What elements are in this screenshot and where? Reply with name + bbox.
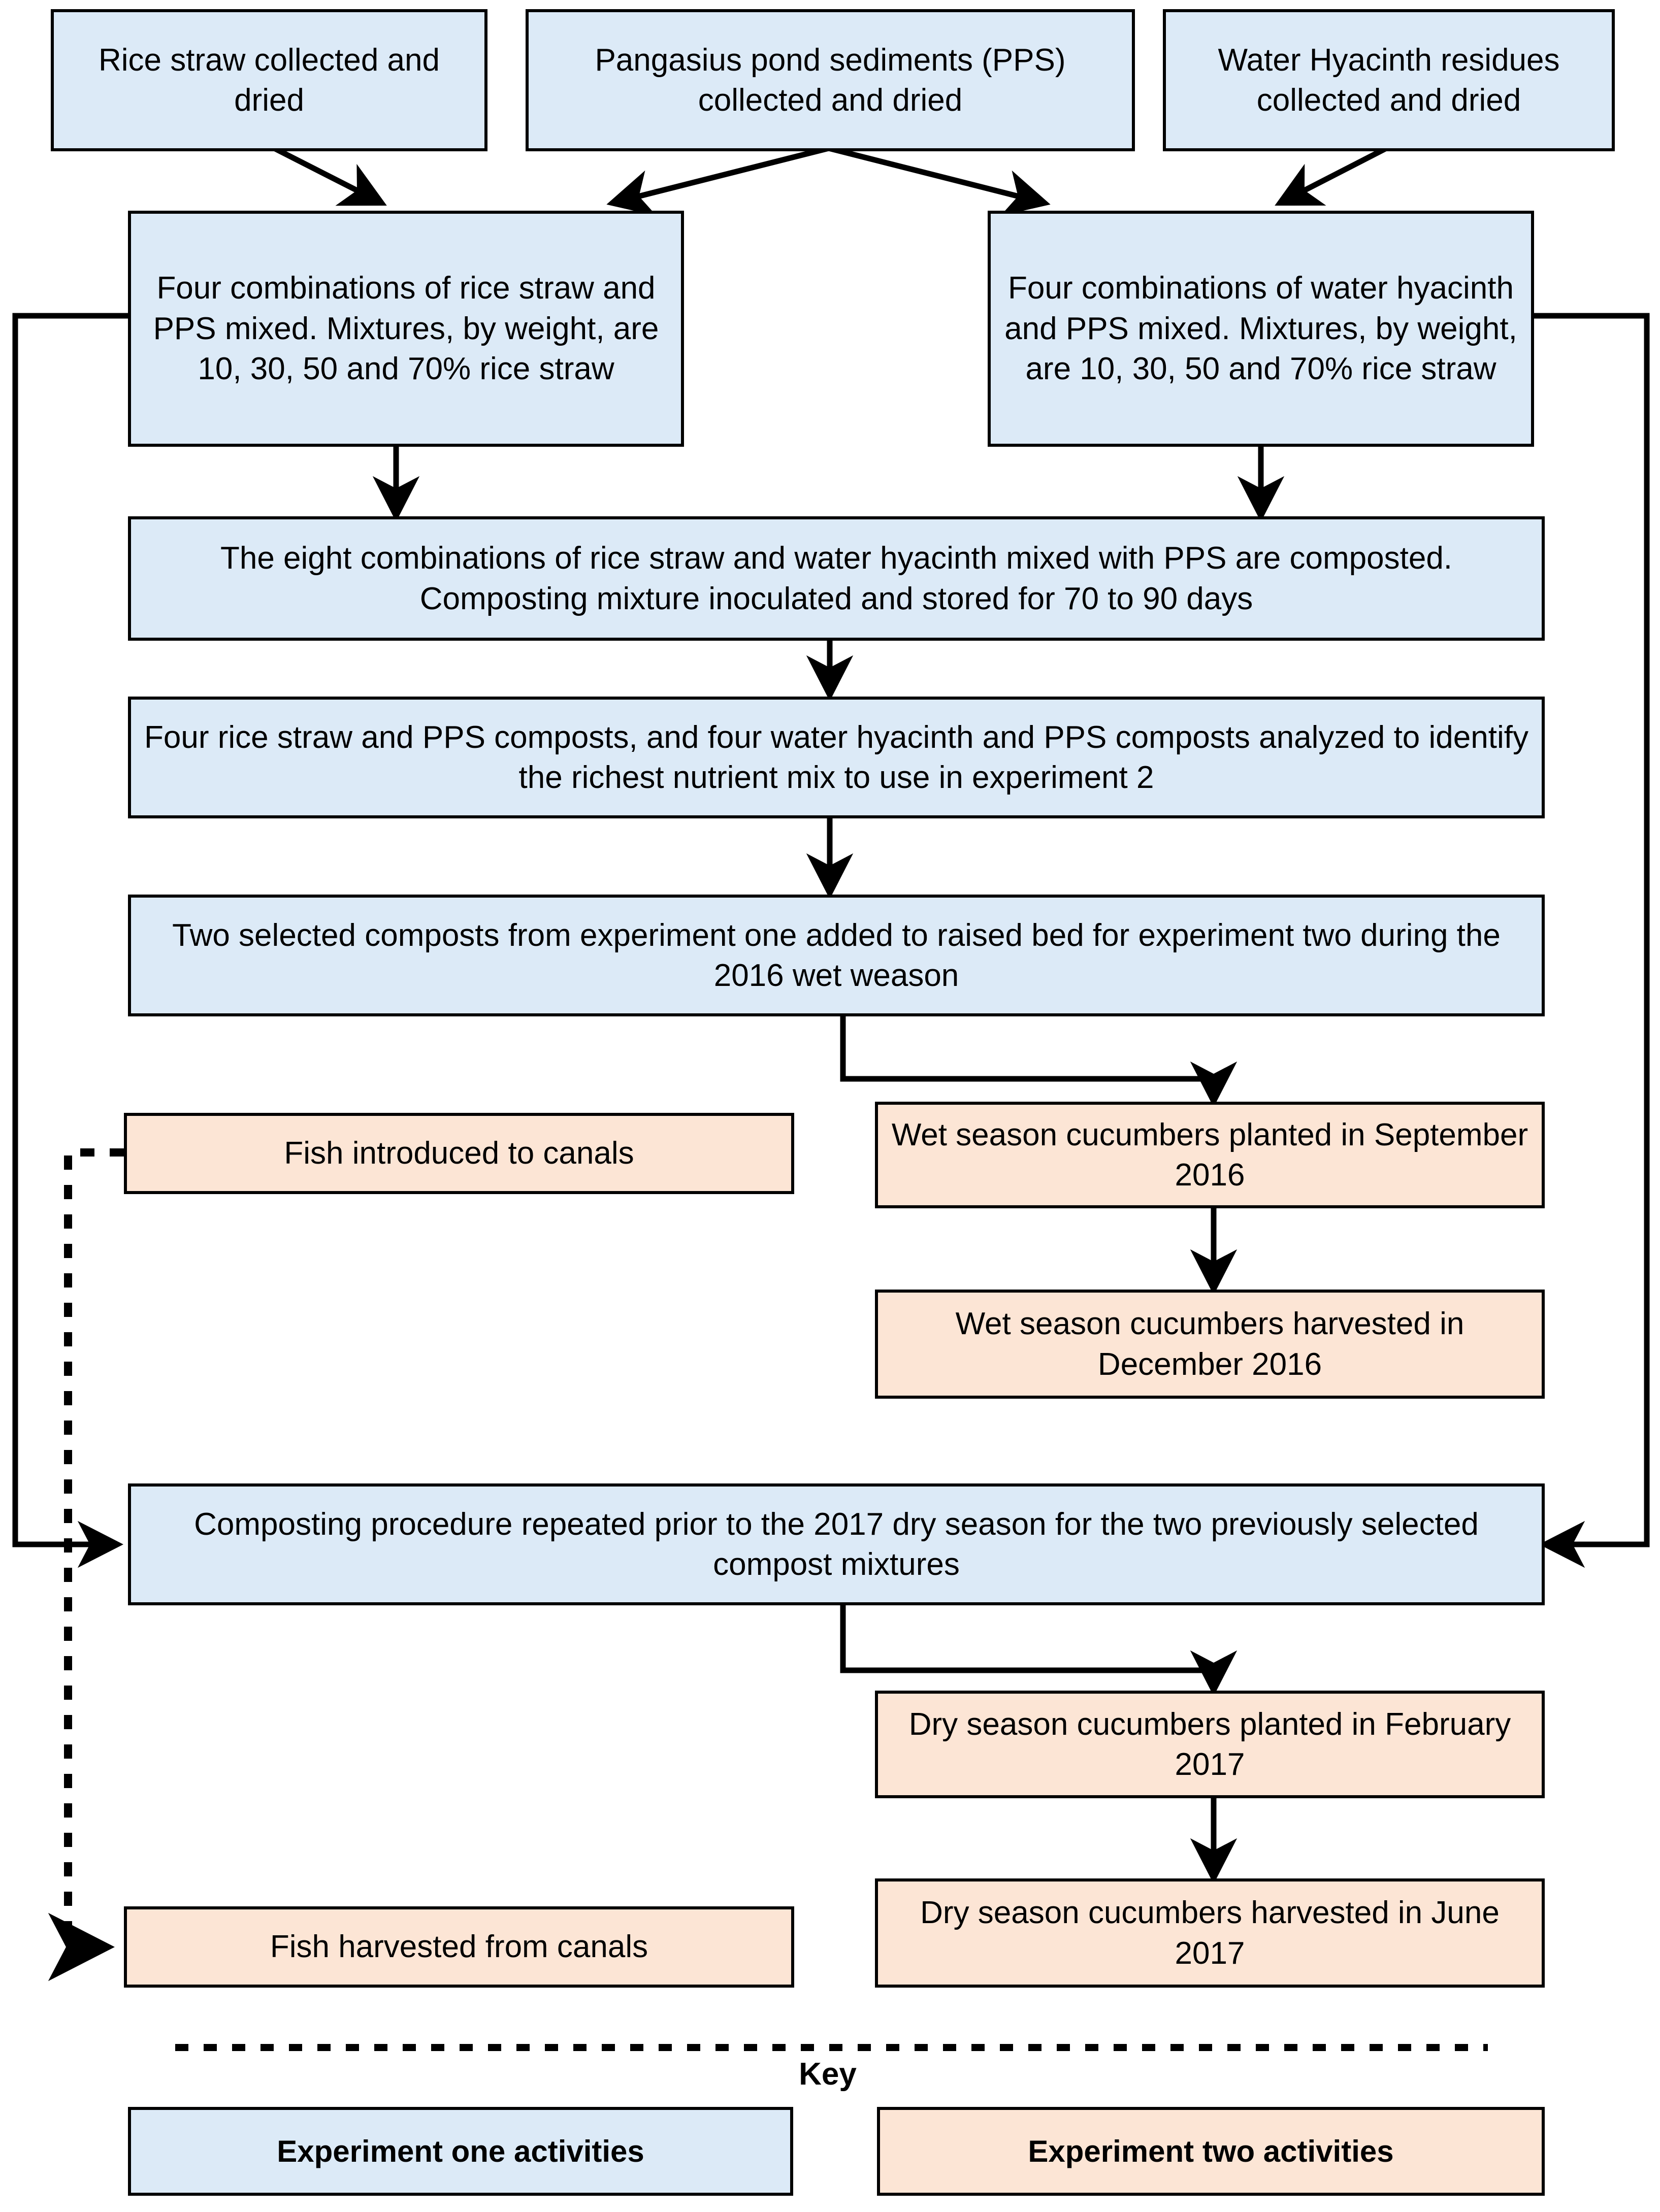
node-raised-bed[interactable]: Two selected composts from experiment on… xyxy=(128,895,1545,1016)
edge-rice-mix-to-composting-repeated xyxy=(12,313,128,1568)
node-rice-straw-mix[interactable]: Four combinations of rice straw and PPS … xyxy=(128,211,684,447)
node-composted-label: The eight combinations of rice straw and… xyxy=(220,541,1453,616)
node-dry-planted[interactable]: Dry season cucumbers planted in February… xyxy=(875,1691,1545,1798)
edge-fish-introduced-to-fish-harvested-dashed xyxy=(64,1148,124,1947)
node-water-hyacinth[interactable]: Water Hyacinth residues collected and dr… xyxy=(1163,9,1615,151)
node-wet-harvested[interactable]: Wet season cucumbers harvested in Decemb… xyxy=(875,1290,1545,1399)
node-wet-planted[interactable]: Wet season cucumbers planted in Septembe… xyxy=(875,1102,1545,1208)
edge-raised-bed-to-wet-planted xyxy=(840,1015,1238,1108)
node-rice-straw-mix-label: Four combinations of rice straw and PPS … xyxy=(153,271,659,387)
key-experiment-one-label: Experiment one activities xyxy=(277,2134,644,2168)
key-experiment-two-label: Experiment two activities xyxy=(1028,2134,1394,2168)
node-fish-introduced[interactable]: Fish introduced to canals xyxy=(124,1113,794,1194)
edge-hyacinth-mix-to-composting-repeated xyxy=(1534,313,1650,1568)
node-rice-straw[interactable]: Rice straw collected and dried xyxy=(51,9,487,151)
node-wet-harvested-label: Wet season cucumbers harvested in Decemb… xyxy=(955,1306,1464,1382)
edge-composting-repeated-to-dry-planted xyxy=(840,1604,1238,1697)
node-analyzed-label: Four rice straw and PPS composts, and fo… xyxy=(144,719,1528,795)
node-water-hyacinth-label: Water Hyacinth residues collected and dr… xyxy=(1218,42,1560,118)
edge-pps-to-hyacinth-mix xyxy=(828,145,1051,216)
key-experiment-two: Experiment two activities xyxy=(877,2107,1545,2196)
edge-hyacinth-to-hyacinth-mix xyxy=(1275,146,1388,206)
node-hyacinth-mix-label: Four combinations of water hyacinth and … xyxy=(1004,271,1517,387)
key-experiment-one: Experiment one activities xyxy=(128,2107,793,2196)
node-composting-repeated-label: Composting procedure repeated prior to t… xyxy=(194,1506,1479,1582)
node-raised-bed-label: Two selected composts from experiment on… xyxy=(172,917,1501,993)
node-wet-planted-label: Wet season cucumbers planted in Septembe… xyxy=(891,1117,1528,1193)
node-analyzed[interactable]: Four rice straw and PPS composts, and fo… xyxy=(128,697,1545,818)
node-pps[interactable]: Pangasius pond sediments (PPS) collected… xyxy=(526,9,1135,151)
node-fish-harvested[interactable]: Fish harvested from canals xyxy=(124,1906,794,1988)
node-dry-harvested[interactable]: Dry season cucumbers harvested in June 2… xyxy=(875,1878,1545,1988)
node-composted[interactable]: The eight combinations of rice straw and… xyxy=(128,516,1545,641)
node-composting-repeated[interactable]: Composting procedure repeated prior to t… xyxy=(128,1483,1545,1605)
node-fish-introduced-label: Fish introduced to canals xyxy=(284,1136,634,1171)
node-dry-harvested-label: Dry season cucumbers harvested in June 2… xyxy=(920,1895,1500,1971)
node-rice-straw-label: Rice straw collected and dried xyxy=(99,42,440,118)
key-title: Key xyxy=(799,2057,857,2092)
edge-rice-straw-to-rice-mix xyxy=(273,146,387,206)
node-hyacinth-mix[interactable]: Four combinations of water hyacinth and … xyxy=(988,211,1534,447)
node-dry-planted-label: Dry season cucumbers planted in February… xyxy=(908,1706,1511,1782)
node-pps-label: Pangasius pond sediments (PPS) collected… xyxy=(595,42,1066,118)
node-fish-harvested-label: Fish harvested from canals xyxy=(270,1929,648,1965)
edge-pps-to-rice-mix xyxy=(606,145,830,216)
